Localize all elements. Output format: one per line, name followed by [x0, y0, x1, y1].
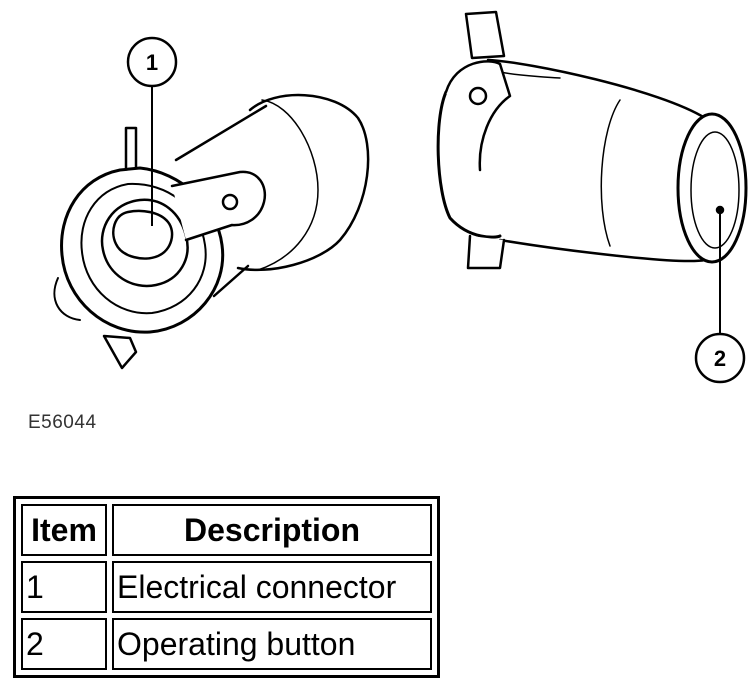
callout-1-number: 1	[146, 50, 158, 75]
callout-2: 2	[694, 210, 746, 384]
callout-2-number: 2	[714, 346, 726, 371]
legend-item-number: 2	[21, 618, 107, 670]
electrical-connector-drawing	[53, 93, 370, 370]
legend-row: 2 Operating button	[21, 618, 432, 670]
legend-item-description: Operating button	[112, 618, 432, 670]
legend-table: Item Description 1 Electrical connector …	[13, 496, 440, 678]
figure-id: E56044	[28, 412, 97, 433]
callout-1: 1	[126, 36, 178, 226]
legend-header-description: Description	[112, 504, 432, 556]
legend-header-row: Item Description	[21, 504, 432, 556]
legend-item-number: 1	[21, 561, 107, 613]
legend-header-item: Item	[21, 504, 107, 556]
legend-row: 1 Electrical connector	[21, 561, 432, 613]
legend-item-description: Electrical connector	[112, 561, 432, 613]
component-illustration: 1 2	[53, 10, 748, 384]
operating-button-drawing	[436, 10, 748, 270]
